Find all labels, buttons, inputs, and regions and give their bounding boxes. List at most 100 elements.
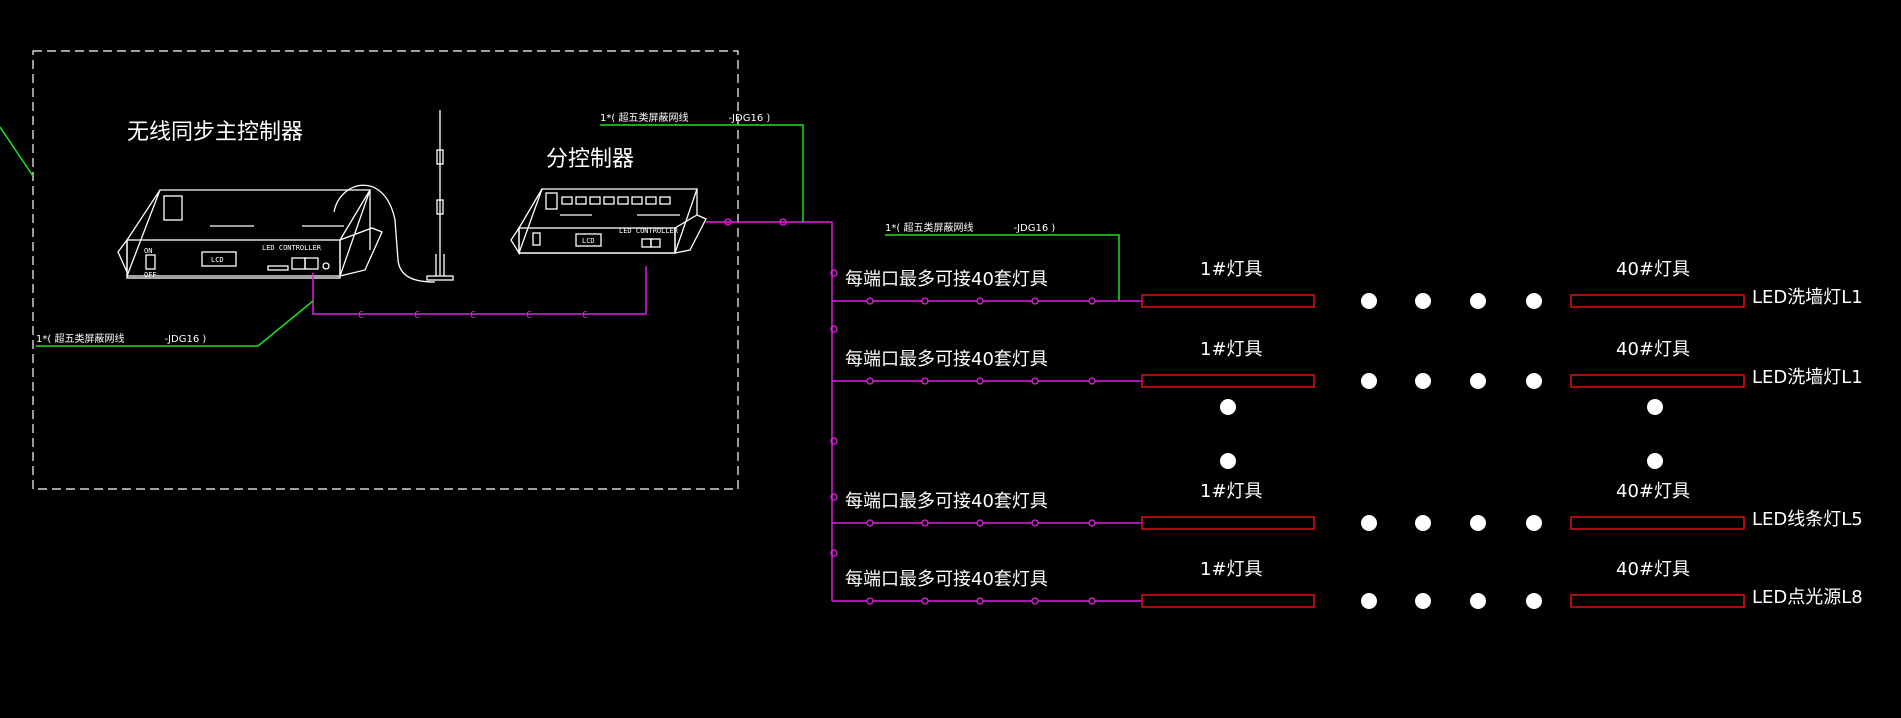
- sub-controller-title: 分控制器: [546, 147, 634, 172]
- last-fixture: [1570, 294, 1745, 308]
- continuation-dot: [1361, 373, 1377, 389]
- rj45-port-icon: [641, 238, 652, 248]
- svg-text:C: C: [358, 310, 364, 321]
- continuation-dot: [1361, 293, 1377, 309]
- device-label: LED CONTROLLER: [619, 227, 679, 235]
- port-note: 每端口最多可接40套灯具: [845, 269, 1048, 290]
- rj45-port-icon: [650, 238, 661, 248]
- cable-label-branch: 1*( 超五类屏蔽网线-JDG16 ): [885, 221, 1055, 234]
- svg-text:C: C: [582, 310, 588, 321]
- cable-label-bottom-left: 1*( 超五类屏蔽网线-JDG16 ): [36, 332, 206, 345]
- sync-signal-line: [312, 266, 647, 315]
- row-ellipsis-dot: [1220, 453, 1236, 469]
- first-fixture-label: 1#灯具: [1200, 481, 1263, 502]
- switch-off-label: OFF: [144, 271, 157, 279]
- fixture-type-label: LED洗墙灯L1: [1752, 287, 1863, 308]
- continuation-dot: [1470, 593, 1486, 609]
- row-ellipsis-dot: [1647, 453, 1663, 469]
- line-connector: [866, 597, 874, 605]
- last-fixture-label: 40#灯具: [1616, 339, 1690, 360]
- lcd-label: LCD: [582, 237, 595, 245]
- first-fixture: [1141, 594, 1315, 608]
- cable-line-branch: [885, 234, 1120, 301]
- line-connector: [1088, 597, 1096, 605]
- lcd-display: [201, 251, 237, 267]
- line-connector: [921, 519, 929, 527]
- continuation-dot: [1361, 515, 1377, 531]
- last-fixture: [1570, 374, 1745, 388]
- last-fixture-label: 40#灯具: [1616, 259, 1690, 280]
- continuation-dot: [1470, 373, 1486, 389]
- port-note: 每端口最多可接40套灯具: [845, 491, 1048, 512]
- fixture-row: 每端口最多可接40套灯具 1#灯具 40#灯具 LED点光源L8: [832, 559, 1863, 609]
- continuation-dot: [1361, 593, 1377, 609]
- last-fixture: [1570, 594, 1745, 608]
- rj45-port-icon: [304, 257, 319, 270]
- line-connector: [976, 377, 984, 385]
- svg-text:C: C: [470, 310, 476, 321]
- line-connector: [1088, 297, 1096, 305]
- line-connector: [976, 297, 984, 305]
- cable-label-top: 1*( 超五类屏蔽网线-JDG16 ): [600, 111, 770, 124]
- main-trunk-line: [706, 221, 833, 601]
- cable-line-top: [600, 124, 804, 222]
- last-fixture: [1570, 516, 1745, 530]
- continuation-dot: [1415, 293, 1431, 309]
- incoming-cable-line: [0, 126, 34, 177]
- continuation-dot: [1526, 373, 1542, 389]
- line-connector: [866, 377, 874, 385]
- continuation-dot: [1526, 515, 1542, 531]
- fixture-type-label: LED线条灯L5: [1752, 509, 1863, 530]
- last-fixture-label: 40#灯具: [1616, 559, 1690, 580]
- line-connector: [976, 519, 984, 527]
- fixture-row: 每端口最多可接40套灯具 1#灯具 40#灯具 LED线条灯L5: [832, 481, 1863, 531]
- continuation-dot: [1415, 373, 1431, 389]
- first-fixture: [1141, 516, 1315, 530]
- power-switch-icon: [532, 232, 541, 246]
- line-connector: [1031, 519, 1039, 527]
- continuation-dot: [1415, 515, 1431, 531]
- continuation-dot: [1526, 593, 1542, 609]
- controller-enclosure: [32, 50, 739, 490]
- first-fixture: [1141, 374, 1315, 388]
- main-controller-title: 无线同步主控制器: [127, 120, 303, 145]
- power-switch-icon: [145, 254, 156, 270]
- first-fixture-label: 1#灯具: [1200, 259, 1263, 280]
- first-fixture-label: 1#灯具: [1200, 559, 1263, 580]
- rj45-port-icon: [291, 257, 306, 270]
- line-connector: [921, 297, 929, 305]
- switch-on-label: ON: [144, 247, 152, 255]
- fixture-row: 每端口最多可接40套灯具 1#灯具 40#灯具 LED洗墙灯L1: [832, 259, 1863, 309]
- row-ellipsis-dot: [1647, 399, 1663, 415]
- cable-line-bottom-left: [36, 300, 314, 347]
- continuation-dot: [1526, 293, 1542, 309]
- line-connector: [1031, 377, 1039, 385]
- line-connector: [1031, 297, 1039, 305]
- port-note: 每端口最多可接40套灯具: [845, 569, 1048, 590]
- first-fixture: [1141, 294, 1315, 308]
- sub-controller-ports: [561, 196, 671, 205]
- continuation-dot: [1470, 293, 1486, 309]
- port-note: 每端口最多可接40套灯具: [845, 349, 1048, 370]
- last-fixture-label: 40#灯具: [1616, 481, 1690, 502]
- line-connector: [866, 297, 874, 305]
- line-connector: [921, 377, 929, 385]
- line-connector: [1031, 597, 1039, 605]
- lcd-label: LCD: [211, 256, 224, 264]
- continuation-dot: [1470, 515, 1486, 531]
- line-connector: [866, 519, 874, 527]
- device-label: LED CONTROLLER: [262, 244, 322, 252]
- line-connector: [921, 597, 929, 605]
- line-connector: [976, 597, 984, 605]
- main-controller-device: ON OFF LCD LED CONTROLLER: [117, 110, 454, 283]
- first-fixture-label: 1#灯具: [1200, 339, 1263, 360]
- svg-text:C: C: [526, 310, 532, 321]
- fixture-type-label: LED点光源L8: [1752, 587, 1863, 608]
- continuation-dot: [1415, 593, 1431, 609]
- signal-connectors: C C C C C: [358, 310, 588, 321]
- line-connector: [1088, 519, 1096, 527]
- row-ellipsis-dot: [1220, 399, 1236, 415]
